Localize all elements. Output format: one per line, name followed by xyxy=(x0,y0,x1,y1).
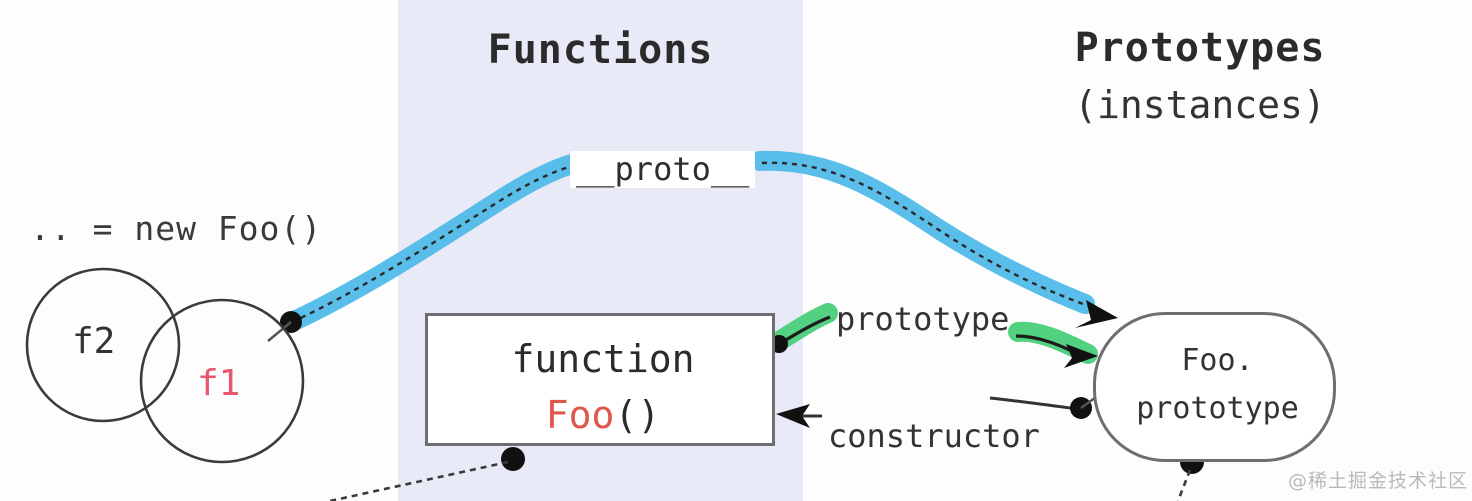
label-f2-instance: f2 xyxy=(72,321,116,362)
label-f1-instance: f1 xyxy=(197,363,241,404)
constructor-link-arrowhead xyxy=(776,404,810,428)
function-keyword-text: function xyxy=(511,337,695,381)
label-prototype-link: prototype xyxy=(836,300,1010,338)
fn-box-bottom-dashed-line xyxy=(329,460,509,501)
proto-link-left-line xyxy=(291,164,573,324)
function-name-identifier: Foo xyxy=(545,393,615,437)
column-title-prototypes: Prototypes xyxy=(1074,25,1326,71)
foo-prototype-node[interactable]: Foo. prototype xyxy=(1093,312,1336,462)
proto-link-right-line xyxy=(761,161,1101,312)
prototype-link-arrowhead xyxy=(1064,344,1098,368)
proto-link-right-highlight xyxy=(750,150,1095,314)
fn-box-bottom-dot xyxy=(501,447,525,471)
f1-circle[interactable] xyxy=(139,298,305,464)
f1-anchor-leader xyxy=(267,321,292,342)
proto-box-bottom-dashed-line xyxy=(1176,469,1192,501)
function-foo-node[interactable]: function Foo() xyxy=(425,313,775,446)
label-new-foo-expression: .. = new Foo() xyxy=(30,209,323,248)
label-proto-link: __proto__ xyxy=(570,151,756,188)
function-name-text: Foo() xyxy=(428,393,778,437)
proto-link-arrowhead xyxy=(1075,300,1118,328)
f2-circle[interactable] xyxy=(25,267,181,423)
column-subtitle-instances: (instances) xyxy=(1074,83,1326,127)
constructor-link-line xyxy=(989,396,1079,411)
watermark-text: @稀土掘金技术社区 xyxy=(1288,470,1469,492)
foo-prototype-line1: Foo. xyxy=(1181,343,1254,378)
label-constructor-link: constructor xyxy=(828,417,1040,455)
column-title-functions: Functions xyxy=(487,27,714,73)
foo-prototype-line2: prototype xyxy=(1136,391,1299,426)
function-name-parens: () xyxy=(614,393,661,437)
